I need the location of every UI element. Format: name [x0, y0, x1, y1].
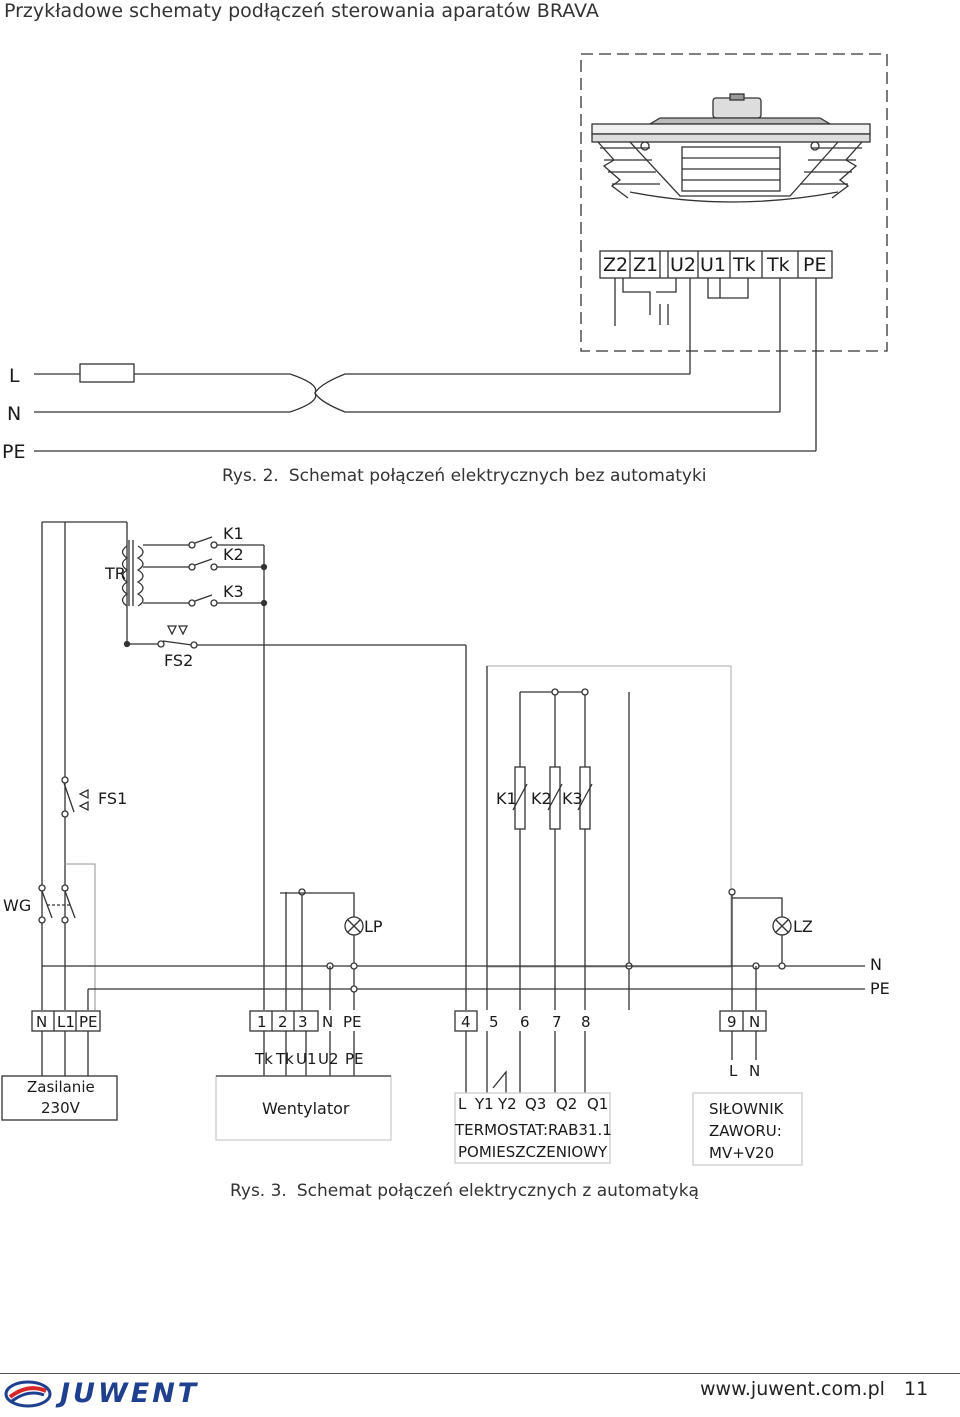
fan-label: Wentylator — [262, 1099, 350, 1118]
strip-label: 2 — [278, 1013, 288, 1031]
fs1-label: FS1 — [98, 789, 127, 808]
supply-voltage: 230V — [41, 1099, 81, 1117]
page-number: 11 — [904, 1378, 929, 1400]
strip-label: 8 — [581, 1013, 591, 1031]
thermostat-model: TERMOSTAT:RAB31.1 — [454, 1121, 612, 1139]
strip-label: N — [36, 1013, 47, 1031]
valve-model: MV+V20 — [709, 1144, 774, 1162]
wg-label: WG — [3, 896, 31, 915]
k3-label: K3 — [223, 582, 244, 601]
supply-label: Zasilanie — [27, 1078, 95, 1096]
strip-label: L1 — [57, 1013, 75, 1031]
strip-label: 1 — [257, 1013, 267, 1031]
strip-label: PE — [343, 1013, 362, 1031]
thermostat-type: POMIESZCZENIOWY — [458, 1143, 608, 1161]
bus-pe-label: PE — [870, 979, 890, 998]
strip-label: PE — [79, 1013, 98, 1031]
figure3-caption: Rys. 3. Schemat połączeń elektrycznych z … — [230, 1181, 699, 1201]
lamp-lz-icon — [772, 916, 792, 936]
k2-label: K2 — [223, 545, 244, 564]
strip-label: 9 — [727, 1013, 737, 1031]
strip-label: 3 — [298, 1013, 308, 1031]
thermo-terminal-label: L — [458, 1095, 467, 1113]
strip-label: 7 — [552, 1013, 562, 1031]
contact-k1 — [188, 536, 218, 549]
lz-label: LZ — [793, 917, 813, 936]
relay-label-k3: K3 — [562, 789, 583, 808]
fan-terminal-label: Tk — [275, 1050, 294, 1068]
valve-label: ZAWORU: — [709, 1122, 782, 1140]
figure3-caption-number: Rys. 3. — [230, 1181, 287, 1201]
strip-label: N — [322, 1013, 333, 1031]
thermostat-box — [454, 1092, 611, 1164]
figure3-caption-text: Schemat połączeń elektrycznych z automat… — [296, 1181, 699, 1201]
unit-terminal-label: Tk — [732, 254, 756, 276]
unit-enclosure — [580, 53, 888, 352]
contact-k3 — [188, 594, 218, 607]
unit-terminal-label: U2 — [670, 254, 696, 276]
wiring-diagram: Z2 Z1 U2 U1 Tk Tk PE L N PE TR K1 K2 K3 … — [1, 53, 890, 1166]
strip-label: N — [749, 1013, 760, 1031]
website-url[interactable]: www.juwent.com.pl — [700, 1378, 885, 1400]
unit-terminal-strip — [599, 250, 833, 279]
brand-name: JUWENT — [60, 1378, 200, 1409]
unit-terminal-label: Tk — [766, 254, 790, 276]
thermo-terminal-label: Q1 — [587, 1095, 608, 1113]
supply-box — [1, 1075, 118, 1121]
fan-terminal-label: Tk — [254, 1050, 273, 1068]
strip-label: 6 — [520, 1013, 530, 1031]
wg-switch — [38, 884, 76, 924]
strip-fan — [249, 1010, 319, 1032]
strip-label: 4 — [461, 1013, 471, 1031]
lamp-lp-icon — [344, 916, 364, 936]
fuse — [79, 363, 135, 383]
thermo-terminal-label: Y1 — [474, 1095, 494, 1113]
line-label-n: N — [7, 403, 21, 425]
fan-terminal-label: PE — [345, 1050, 364, 1068]
brand-logo: JUWENT — [4, 1378, 199, 1409]
page-title: Przykładowe schematy podłączeń sterowani… — [4, 0, 599, 22]
contact-k2 — [188, 558, 218, 571]
juwent-logo-icon — [4, 1380, 52, 1407]
fan-terminal-label: U1 — [296, 1050, 317, 1068]
fs1-switch — [61, 776, 89, 818]
heater-unit-icon — [591, 93, 871, 203]
figure2-caption-text: Schemat połączeń elektrycznych bez autom… — [288, 466, 707, 486]
figure2-caption-number: Rys. 2. — [222, 466, 279, 486]
lp-label: LP — [364, 917, 383, 936]
relay-label-k1: K1 — [496, 789, 517, 808]
k1-label: K1 — [223, 524, 244, 543]
footer-divider — [0, 1373, 960, 1374]
fan-terminal-label: U2 — [318, 1050, 339, 1068]
strip-supply — [31, 1010, 101, 1032]
unit-terminal-label: Z2 — [603, 254, 628, 276]
relay-label-k2: K2 — [531, 789, 552, 808]
thermo-terminal-label: Y2 — [497, 1095, 517, 1113]
valve-box — [692, 1092, 803, 1166]
transformer-icon — [121, 540, 144, 607]
thermo-terminal-label: Q3 — [525, 1095, 546, 1113]
figure2-caption: Rys. 2. Schemat połączeń elektrycznych be… — [222, 466, 707, 486]
bus-n-label: N — [870, 955, 882, 974]
valve-terminal-label: L — [729, 1062, 738, 1080]
unit-terminal-label: PE — [803, 254, 826, 276]
fs2-label: FS2 — [164, 651, 193, 670]
line-label-l: L — [9, 365, 20, 387]
thermo-terminal-label: Q2 — [556, 1095, 577, 1113]
tr-label: TR — [104, 564, 126, 583]
valve-label: SIŁOWNIK — [709, 1100, 785, 1118]
valve-terminal-label: N — [749, 1062, 760, 1080]
unit-terminal-label: Z1 — [633, 254, 658, 276]
strip-label: 5 — [489, 1013, 499, 1031]
unit-terminal-label: U1 — [700, 254, 726, 276]
line-label-pe: PE — [2, 441, 25, 463]
fs2-switch — [157, 625, 198, 649]
